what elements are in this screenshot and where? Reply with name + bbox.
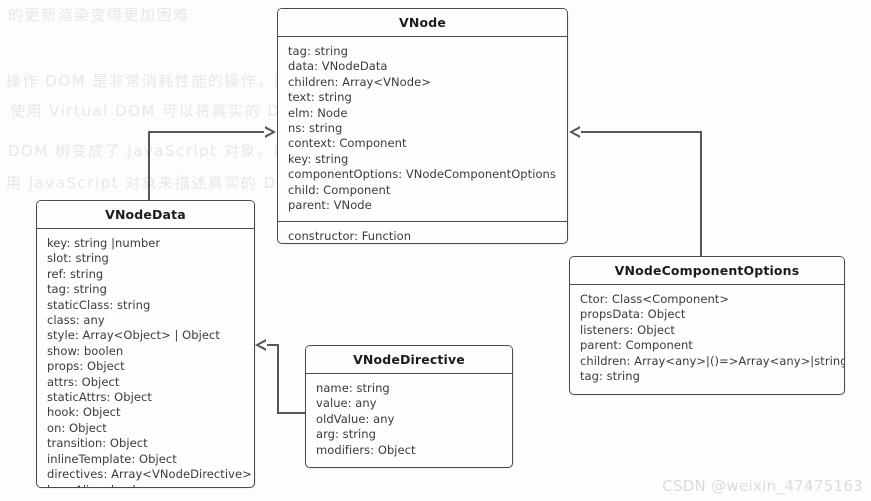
attribute-row: arg: string: [316, 427, 376, 442]
attribute-row: on: Object: [47, 420, 107, 435]
watermark-text: CSDN @weixin_47475163: [662, 477, 863, 495]
arrowhead-vnodedirective-to-vnodedata: [255, 339, 267, 351]
attribute-row: transition: Object: [47, 436, 148, 451]
connector-vnodecomponentoptions-vnode-horizontal: [580, 131, 701, 133]
attribute-row: ref: string: [47, 266, 104, 281]
attribute-row: oldValue: any: [316, 411, 395, 426]
attribute-row: children: Array<VNode>: [288, 74, 431, 89]
attribute-row: parent: Component: [580, 338, 693, 353]
attribute-row: key: string |number: [47, 236, 161, 250]
class-attributes-vnodecomponentoptions: Ctor: Class<Component> propsData: Object…: [570, 285, 844, 392]
connector-vnodedata-vnode-vertical: [148, 131, 150, 201]
class-box-vnode[interactable]: VNode tag: string data: VNodeData childr…: [277, 8, 568, 244]
attribute-row: props: Object: [47, 359, 125, 374]
attribute-row: directives: Array<VNodeDirective>: [47, 467, 252, 482]
attribute-row: keepAlive: boolen: [37, 483, 254, 488]
attribute-row: staticClass: string: [47, 297, 151, 312]
attribute-row: text: string: [288, 90, 352, 105]
connector-vnodedirective-vnodedata-vertical: [277, 344, 279, 414]
class-attributes-vnodedirective: name: string value: any oldValue: any ar…: [306, 374, 512, 466]
attribute-row: key: string: [288, 151, 349, 166]
attribute-row: attrs: Object: [47, 374, 120, 389]
class-box-vnodecomponentoptions[interactable]: VNodeComponentOptions Ctor: Class<Compon…: [569, 256, 845, 395]
class-title-vnode: VNode: [278, 9, 567, 37]
class-box-vnodedirective[interactable]: VNodeDirective name: string value: any o…: [305, 345, 513, 468]
attribute-row: componentOptions: VNodeComponentOptions: [288, 167, 556, 182]
attribute-row: child: Component: [288, 182, 391, 197]
class-attributes-vnodedata: key: string |number slot: string ref: st…: [37, 229, 254, 488]
attribute-row: tag: string: [288, 44, 348, 58]
class-box-vnodedata[interactable]: VNodeData key: string |number slot: stri…: [36, 200, 255, 488]
connector-vnodedirective-vnodedata-horizontal-upper: [266, 344, 279, 346]
arrowhead-vnodedata-to-vnode: [264, 126, 276, 138]
attribute-row: Ctor: Class<Component>: [580, 292, 730, 306]
attribute-row: name: string: [316, 381, 390, 395]
connector-vnodedirective-vnodedata-horizontal-lower: [277, 412, 307, 414]
attribute-row: propsData: Object: [580, 307, 686, 322]
attribute-row: tag: string: [47, 282, 107, 297]
method-row: constructor: Function: [288, 229, 412, 244]
connector-vnodecomponentoptions-vnode-vertical: [700, 131, 702, 257]
attribute-row: parent: VNode: [288, 198, 372, 213]
attribute-row: children: Array<any>|()=>Array<any>|stri…: [580, 353, 845, 368]
attribute-row: context: Component: [288, 136, 407, 151]
attribute-row: slot: string: [47, 251, 109, 266]
class-title-vnodedata: VNodeData: [37, 201, 254, 229]
attribute-row: value: any: [316, 396, 377, 411]
attribute-row: modifiers: Object: [316, 442, 416, 457]
class-methods-vnode: constructor: Function setChildren: Funct…: [278, 221, 567, 244]
attribute-row: tag: string: [580, 369, 640, 384]
attribute-row: hook: Object: [47, 405, 121, 420]
attribute-row: staticAttrs: Object: [47, 390, 152, 405]
class-attributes-vnode: tag: string data: VNodeData children: Ar…: [278, 37, 567, 221]
class-title-vnodedirective: VNodeDirective: [306, 346, 512, 374]
arrowhead-vnodecomponentoptions-to-vnode: [569, 126, 581, 138]
attribute-row: style: Array<Object> | Object: [47, 328, 220, 343]
bleed-text-line-1: 的更新渲染变得更加困难: [8, 6, 190, 24]
attribute-row: show: boolen: [47, 343, 124, 358]
class-title-vnodecomponentoptions: VNodeComponentOptions: [570, 257, 844, 285]
attribute-row: inlineTemplate: Object: [47, 451, 177, 466]
connector-vnodedata-vnode-horizontal: [148, 131, 265, 133]
attribute-row: listeners: Object: [580, 322, 675, 337]
attribute-row: elm: Node: [288, 105, 348, 120]
attribute-row: ns: string: [288, 121, 343, 136]
attribute-row: class: any: [47, 313, 105, 328]
attribute-row: data: VNodeData: [288, 59, 388, 74]
